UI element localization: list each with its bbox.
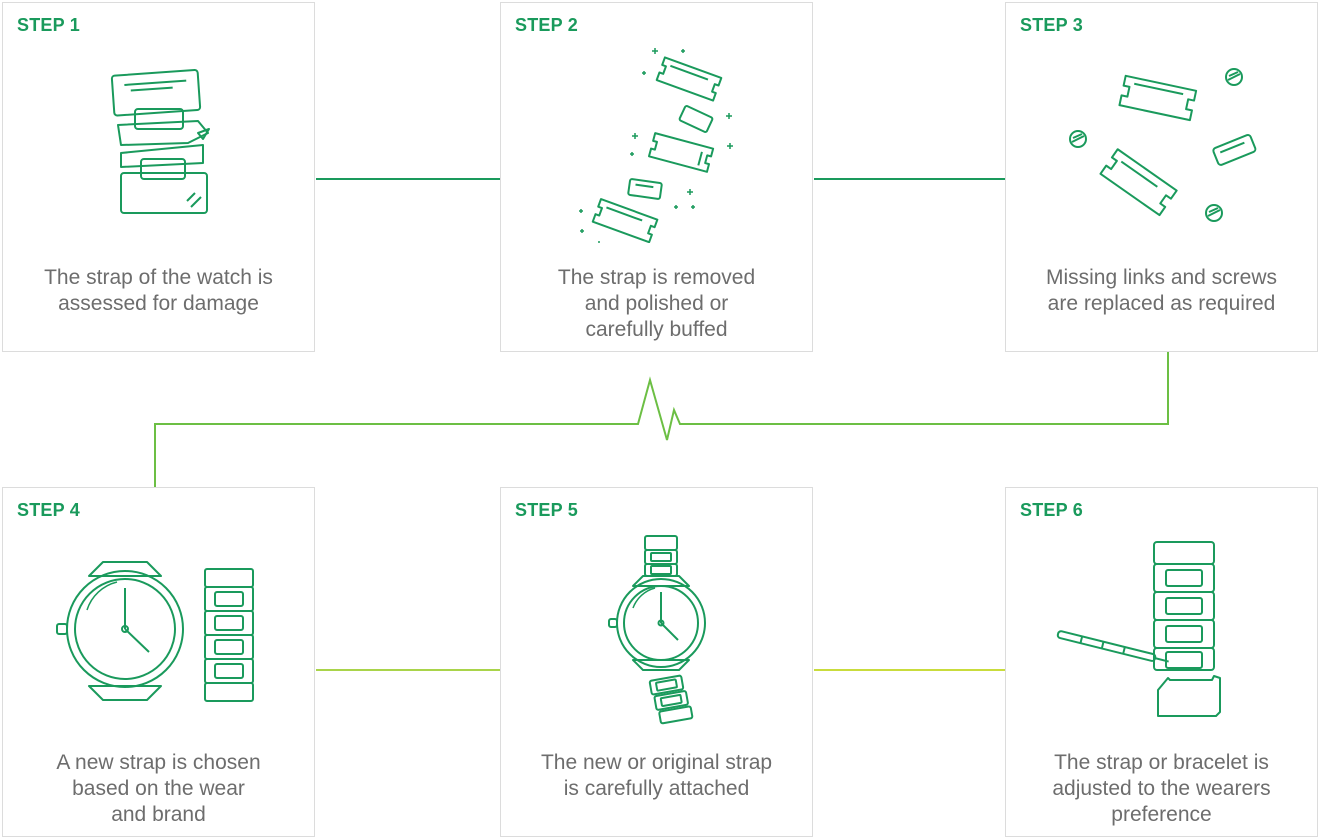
- step-label: STEP 2: [515, 15, 578, 35]
- step-card-3: STEP 3 Missing links and screws are repl…: [1005, 2, 1318, 352]
- watch-attached-strap-icon: [501, 528, 814, 728]
- step-card-4: STEP 4 A new strap is chosen based on th…: [2, 487, 315, 837]
- polished-links-icon: [501, 43, 814, 243]
- step-label: STEP 5: [515, 500, 578, 520]
- step-card-2: STEP 2: [500, 2, 813, 352]
- step-description: A new strap is chosen based on the wear …: [56, 751, 261, 826]
- step-card-6: STEP 6 The strap or bracelet is adjusted…: [1005, 487, 1318, 837]
- step-label: STEP 1: [17, 15, 80, 35]
- step-card-1: STEP 1 The strap of the watch is assesse…: [2, 2, 315, 352]
- step-label: STEP 3: [1020, 15, 1083, 35]
- step-label: STEP 4: [17, 500, 80, 520]
- step-description: The strap of the watch is assessed for d…: [44, 266, 273, 315]
- step-description: Missing links and screws are replaced as…: [1045, 266, 1278, 315]
- step-description: The strap or bracelet is adjusted to the…: [1052, 751, 1271, 826]
- step-description: The new or original strap is carefully a…: [540, 751, 773, 800]
- step-description: The strap is removed and polished or car…: [557, 266, 756, 341]
- connector-3-4: [154, 352, 1169, 487]
- step-card-5: STEP 5 The new or original strap is care…: [500, 487, 813, 837]
- watch-and-strap-icon: [3, 528, 316, 728]
- step-label: STEP 6: [1020, 500, 1083, 520]
- damaged-bracelet-icon: [3, 43, 316, 243]
- links-and-screws-icon: [1006, 43, 1319, 243]
- bracelet-tool-icon: [1006, 528, 1319, 728]
